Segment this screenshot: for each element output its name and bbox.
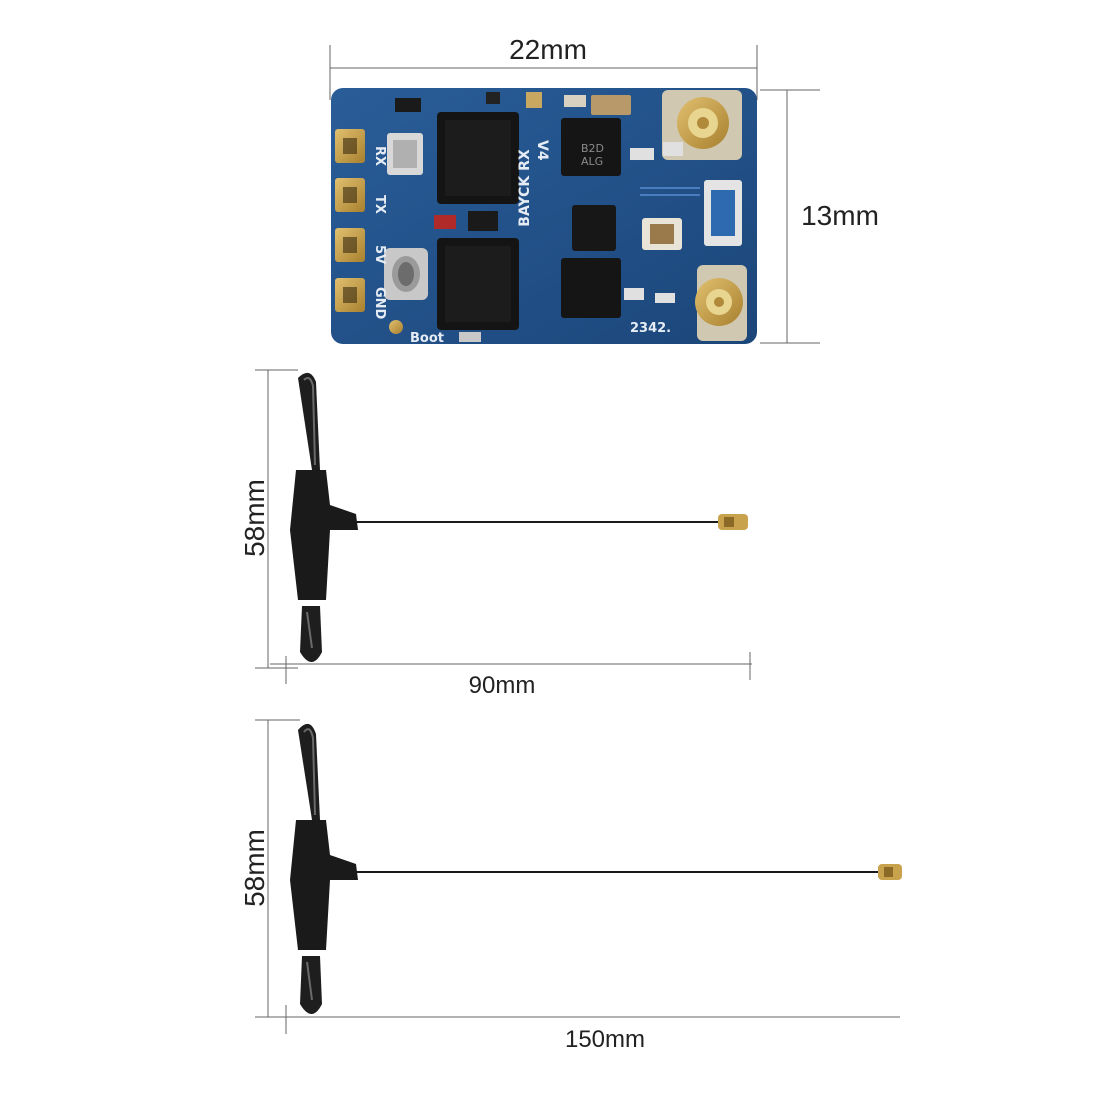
- antenna1-length-label: 90mm: [468, 672, 536, 699]
- model-text: V4: [534, 140, 550, 161]
- pa-chip-bottom: [561, 258, 621, 318]
- date-code: 2342.: [630, 321, 671, 336]
- pad-label-tx: TX: [372, 195, 387, 214]
- pa-chip-top: [561, 118, 621, 176]
- pad-label-5v: 5V: [372, 245, 387, 264]
- board-width-label: 22mm: [509, 34, 587, 65]
- chip-mark-2: ALG: [581, 155, 603, 168]
- boot-text: Boot: [410, 331, 444, 346]
- capacitor: [591, 95, 631, 115]
- pad-label-gnd: GND: [372, 287, 387, 320]
- small-chip: [572, 205, 616, 251]
- chip-mark-1: B2D: [581, 142, 604, 155]
- brand-text: BAYCK RX: [517, 149, 533, 227]
- antenna2-height-label: 58mm: [239, 829, 270, 907]
- antenna2-upper-element: [298, 723, 320, 820]
- antenna2-length-label: 150mm: [564, 1026, 646, 1053]
- antenna1-hub: [290, 470, 358, 600]
- board-height-label: 13mm: [801, 200, 879, 231]
- boot-pad: [389, 320, 403, 334]
- antenna2-hub: [290, 820, 358, 950]
- pad-label-rx: RX: [372, 146, 387, 166]
